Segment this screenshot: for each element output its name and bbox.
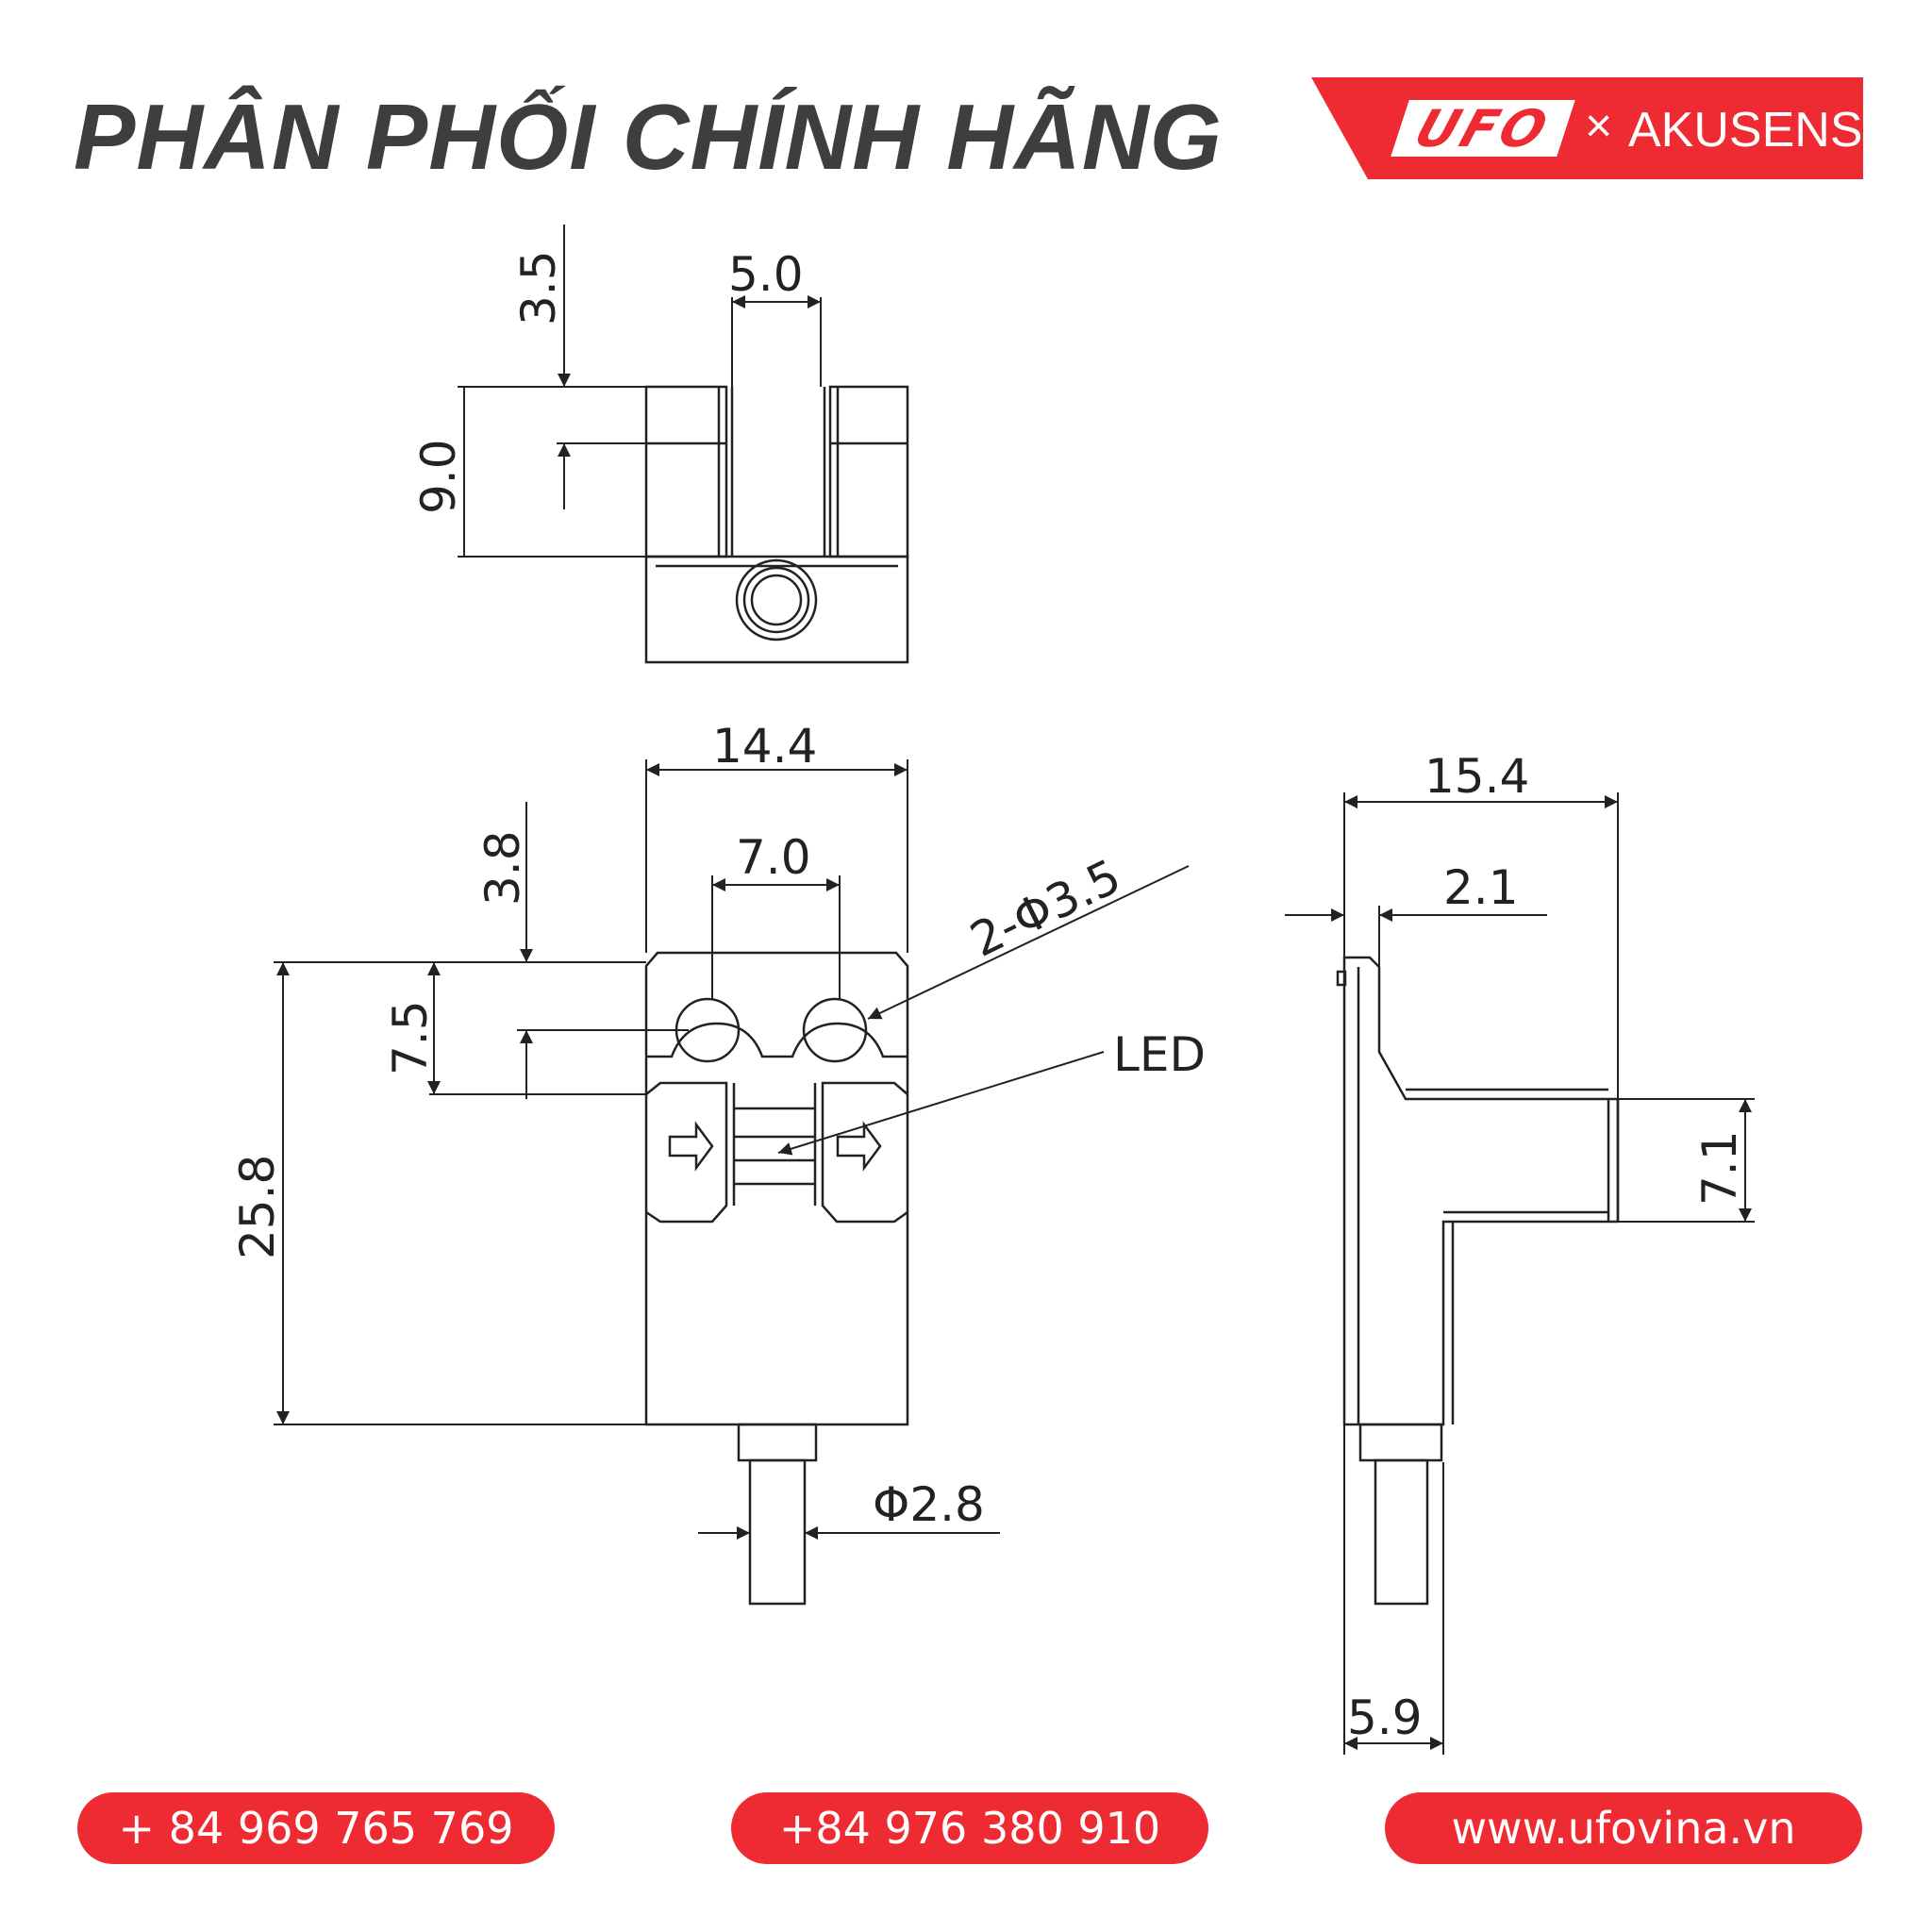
dim-slot-width: 5.0 (728, 247, 804, 302)
top-view (644, 385, 909, 664)
website-badge[interactable]: www.ufovina.vn (1385, 1792, 1862, 1864)
side-view (1336, 956, 1620, 1606)
brand-banner: UFO × AKUSENSE (1358, 77, 1895, 181)
dim-total-height: 25.8 (230, 1155, 285, 1259)
brand-separator: × (1585, 99, 1613, 152)
dim-side-lip: 2.1 (1443, 860, 1519, 915)
dim-side-width: 15.4 (1424, 749, 1529, 804)
dim-hole-section: 7.5 (383, 1000, 438, 1075)
dim-cable: Φ2.8 (873, 1477, 985, 1532)
led-label: LED (1113, 1027, 1206, 1082)
side-view-dimensions (1285, 792, 1755, 1755)
dim-holes: 2-Φ3.5 (962, 849, 1129, 968)
top-view-dimensions (458, 225, 822, 558)
phone-1-badge[interactable]: + 84 969 765 769 (77, 1792, 555, 1864)
dim-slot-depth: 3.5 (511, 250, 566, 325)
phone-2-badge[interactable]: +84 976 380 910 (731, 1792, 1208, 1864)
dim-side-slot: 7.1 (1692, 1130, 1747, 1206)
headline: PHÂN PHỐI CHÍNH HÃNG (74, 85, 1223, 189)
dim-side-base: 5.9 (1347, 1690, 1423, 1745)
dim-top-height: 9.0 (411, 439, 466, 514)
dim-hole-spacing: 7.0 (736, 830, 811, 885)
front-view (644, 951, 909, 1606)
brand-partner-name: AKUSENSE (1628, 103, 1896, 158)
dim-hole-offset: 3.8 (475, 830, 530, 906)
front-view-dimensions (274, 759, 1190, 1540)
dim-front-width: 14.4 (712, 719, 817, 774)
